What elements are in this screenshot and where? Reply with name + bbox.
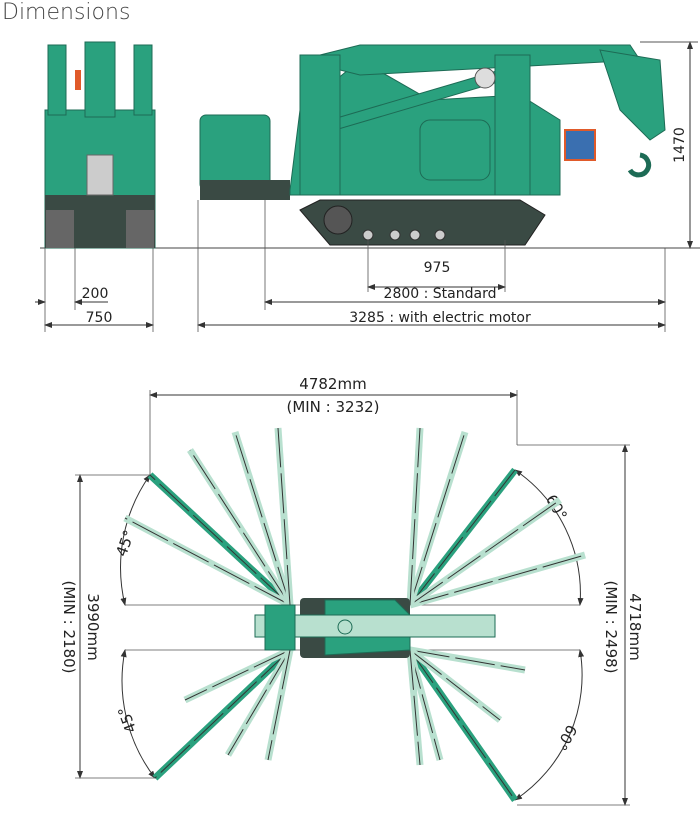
- outrigger-arm-outline: [189, 449, 291, 606]
- outrigger-arm-outline: [154, 649, 291, 779]
- right-depth-min-label: (MIN : 2498): [602, 580, 620, 673]
- angle-arc-rear-left: [120, 649, 156, 779]
- outrigger-arm-outline: [409, 649, 421, 766]
- extension-lines: [44, 200, 666, 332]
- outrigger-arm-outline: [149, 474, 291, 606]
- angle-rear-right: 60°: [552, 721, 581, 753]
- outrigger-arm-outline: [227, 649, 291, 756]
- outrigger-arm-outline: [409, 427, 421, 606]
- outrigger-arm-outline: [409, 499, 561, 606]
- angle-front-left: 45°: [112, 528, 138, 559]
- height-label: 1470: [672, 127, 688, 163]
- outrigger-arm-outline: [277, 427, 291, 606]
- outrigger-arm-outline: [267, 649, 291, 761]
- outrigger-arm-outline: [409, 554, 586, 606]
- angle-arc-rear-right: [514, 649, 585, 801]
- left-depth-min-label: (MIN : 2180): [60, 580, 78, 673]
- outrigger-arm-outline: [184, 649, 291, 701]
- angle-arc-front-left: [120, 474, 151, 606]
- outrigger-arm-outline: [409, 649, 501, 721]
- crane-body-top: [254, 598, 496, 658]
- track-width-label: 200: [82, 286, 109, 302]
- angle-arc-front-right: [514, 469, 584, 606]
- track-span-label: 975: [424, 260, 451, 276]
- side-view-crane: [199, 44, 666, 246]
- outrigger-arm-outline: [409, 649, 516, 801]
- outrigger-width-label: 4782mm: [299, 375, 366, 393]
- angle-rear-left: 45°: [114, 704, 140, 735]
- right-depth-label: 4718mm: [626, 593, 644, 660]
- outrigger-arm-outline: [234, 431, 291, 606]
- outrigger-width-min-label: (MIN : 3232): [286, 398, 379, 416]
- outrigger-arm-outline: [409, 431, 466, 606]
- left-depth-label: 3990mm: [84, 593, 102, 660]
- outrigger-arm-outline: [124, 517, 291, 606]
- outrigger-arm-outline: [409, 469, 516, 606]
- page-title: Dimensions: [2, 0, 131, 25]
- front-view-crane: [44, 41, 156, 249]
- length-standard-label: 2800 : Standard: [384, 286, 497, 302]
- width-label: 750: [86, 310, 113, 326]
- length-electric-label: 3285 : with electric motor: [349, 310, 531, 326]
- outrigger-arms: [123, 427, 586, 803]
- outrigger-arm-outline: [409, 649, 526, 671]
